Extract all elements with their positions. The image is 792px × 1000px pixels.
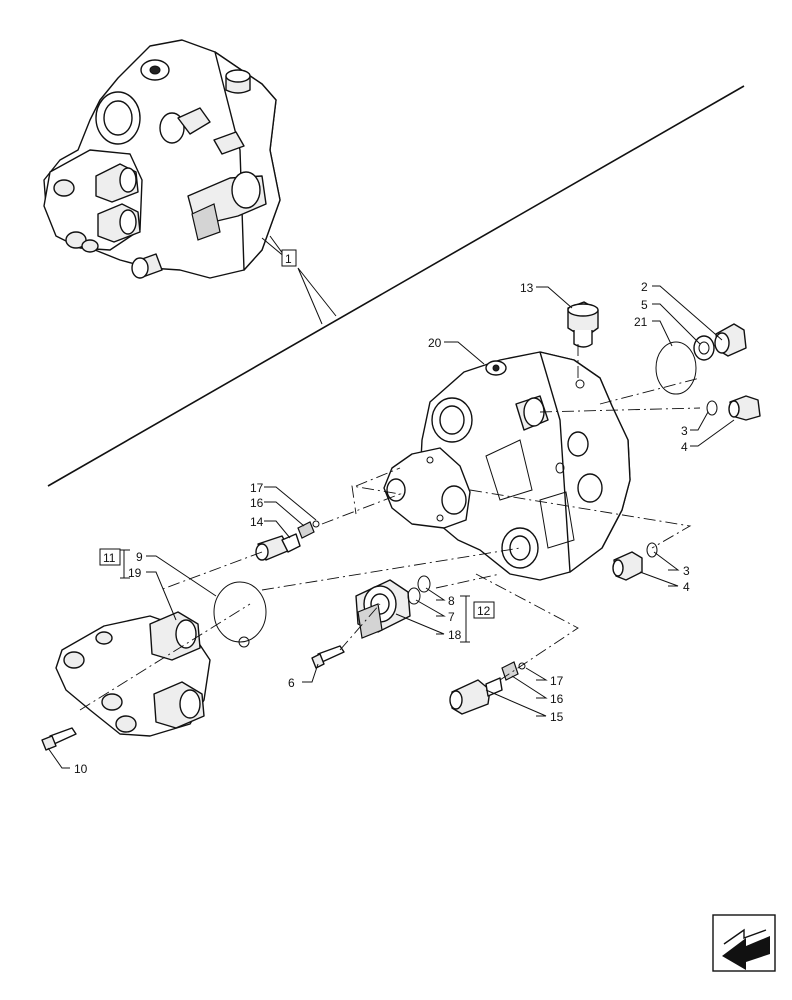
part-16-spring-upper (297, 521, 315, 539)
part-2-cap (714, 323, 747, 357)
part-18-metering-unit (355, 579, 411, 639)
callout-13: 13 (520, 281, 534, 295)
callout-4a: 4 (681, 440, 688, 454)
leader-1 (261, 237, 337, 325)
part-4-fitting-upper (728, 395, 761, 421)
leaders (47, 235, 735, 769)
part-14-valve-upper (255, 533, 301, 561)
callout-16a: 16 (250, 496, 264, 510)
head-assembly (55, 611, 211, 737)
callout-16b: 16 (550, 692, 564, 706)
callout-9: 9 (136, 550, 143, 564)
part-13-plug (567, 301, 599, 348)
callout-1-box (281, 249, 297, 267)
part-3-oring-upper (706, 400, 718, 416)
assembly-lines (79, 344, 701, 711)
callout-11-box (99, 548, 121, 566)
callout-19: 19 (128, 566, 142, 580)
pump-housing (383, 351, 631, 581)
callout-6: 6 (288, 676, 295, 690)
callout-1: 1 (285, 252, 292, 266)
part-4-fitting-lower (612, 551, 643, 581)
part-5-washer (693, 335, 715, 361)
section-line (47, 85, 745, 487)
part-17-ball-lower (518, 662, 526, 670)
callout-8: 8 (448, 594, 455, 608)
part-15-valve-lower (449, 677, 503, 715)
part-17-ball-upper (312, 520, 320, 528)
callout-17a: 17 (250, 481, 264, 495)
callout-18: 18 (448, 628, 462, 642)
callout-12: 12 (477, 604, 491, 618)
page-navigation-arrow-icon[interactable] (712, 914, 776, 972)
assembled-pump (43, 39, 281, 279)
part-8-oring (417, 575, 431, 593)
callout-3b: 3 (683, 564, 690, 578)
callout-5: 5 (641, 298, 648, 312)
callout-3a: 3 (681, 424, 688, 438)
part-3-oring-lower (646, 542, 658, 558)
part-10-screw (41, 727, 77, 751)
part-6-screw (311, 645, 345, 669)
part-7-oring (407, 587, 421, 605)
callout-4b: 4 (683, 580, 690, 594)
callout-17b: 17 (550, 674, 564, 688)
callouts: 1 13 2 5 21 20 3 4 17 16 14 11 9 19 3 4 … (74, 249, 690, 776)
callout-12-box (473, 601, 495, 619)
part-21-oring (655, 341, 697, 395)
callout-21: 21 (634, 315, 648, 329)
callout-2: 2 (641, 280, 648, 294)
part-9-19-seal-ring (213, 581, 267, 648)
callout-15: 15 (550, 710, 564, 724)
callout-10: 10 (74, 762, 88, 776)
callout-11: 11 (103, 551, 116, 565)
callout-14: 14 (250, 515, 264, 529)
callout-7: 7 (448, 610, 455, 624)
callout-20: 20 (428, 336, 442, 350)
